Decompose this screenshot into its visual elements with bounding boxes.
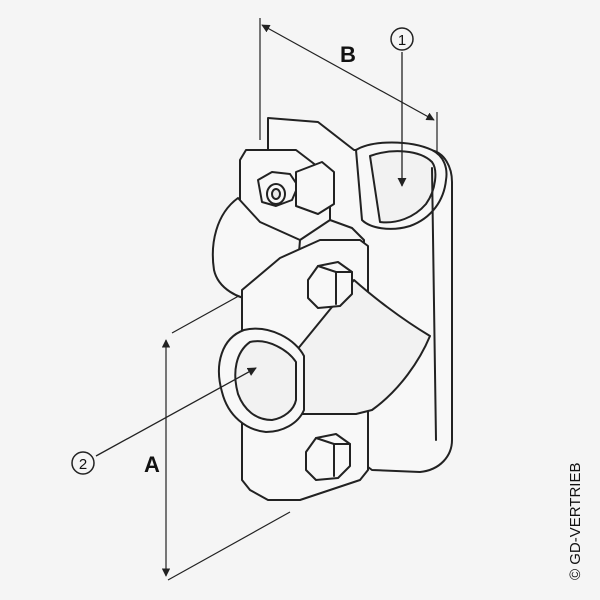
rear-nut (295, 161, 335, 215)
copyright-text: © GD-VERTRIEB (567, 463, 584, 580)
front-bolt-upper-hex (307, 261, 353, 309)
callout-1-circle (390, 27, 414, 51)
callout-2-circle (71, 451, 95, 475)
rear-bolt-tip (271, 188, 281, 200)
pipe-clamp (211, 117, 453, 501)
front-bolt-upper (307, 261, 353, 309)
callout-1: 1 (390, 27, 414, 187)
front-bolt-lower (305, 433, 351, 481)
front-bolt-lower-hex (305, 433, 351, 481)
tube-right-edge (431, 167, 437, 441)
dimension-line-b (261, 24, 435, 121)
callout-1-number: 1 (398, 32, 406, 49)
dimension-a-label: A (144, 452, 160, 477)
front-saddle-inner (234, 340, 297, 421)
extension-line-a-bottom (167, 511, 291, 581)
dimension-b-label: B (340, 42, 356, 67)
callout-2: 2 (71, 367, 257, 475)
callout-2-leader (95, 367, 257, 457)
rear-bolt (257, 161, 335, 215)
callout-2-number: 2 (79, 456, 87, 473)
